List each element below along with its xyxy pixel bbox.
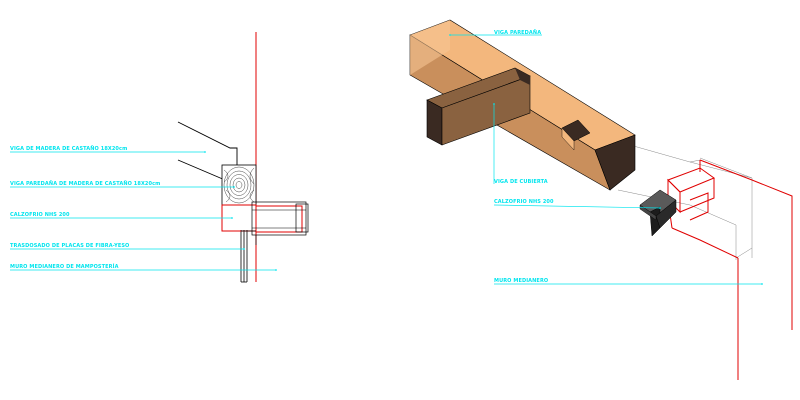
roof-slope-lines bbox=[177, 121, 238, 181]
label-chestnut-beam: VIGA DE MADERA DE CASTAÑO 18X20cm bbox=[10, 145, 127, 152]
angle-support-section bbox=[221, 201, 309, 245]
roof-beam-3d bbox=[426, 67, 531, 146]
label-angle-support-section: CALZOFRIO NHS 200 bbox=[10, 212, 70, 218]
angle-support-outline-3d bbox=[667, 167, 739, 259]
iso-wall-axis bbox=[699, 159, 793, 380]
party-wall-outline bbox=[617, 144, 753, 260]
wall-plate-wood-section bbox=[221, 164, 257, 206]
masonry-wall-section bbox=[240, 230, 248, 283]
label-masonry-wall: MURO MEDIANERO DE MAMPOSTERÍA bbox=[10, 262, 119, 270]
section-leaders bbox=[10, 151, 277, 271]
label-roof-beam: VIGA DE CUBIERTA bbox=[494, 179, 548, 185]
label-party-wall: MURO MEDIANERO bbox=[494, 278, 548, 284]
steel-angle-bracket-3d bbox=[639, 189, 677, 237]
iso-leaders bbox=[449, 34, 763, 285]
label-angle-support-iso: CALZOFRIO NHS 200 bbox=[494, 199, 554, 205]
section-view: VIGA DE MADERA DE CASTAÑO 18X20cm VIGA P… bbox=[10, 32, 309, 283]
label-wall-plate-section: VIGA PAREDAÑA DE MADERA DE CASTAÑO 18X20… bbox=[10, 180, 160, 187]
label-fiber-board: TRASDOSADO DE PLACAS DE FIBRA-YESO bbox=[10, 243, 129, 249]
label-wall-plate-iso: VIGA PAREDAÑA bbox=[494, 29, 541, 36]
isometric-view: VIGA PAREDAÑA VIGA DE CUBIERTA CALZOFRIO… bbox=[409, 19, 793, 380]
